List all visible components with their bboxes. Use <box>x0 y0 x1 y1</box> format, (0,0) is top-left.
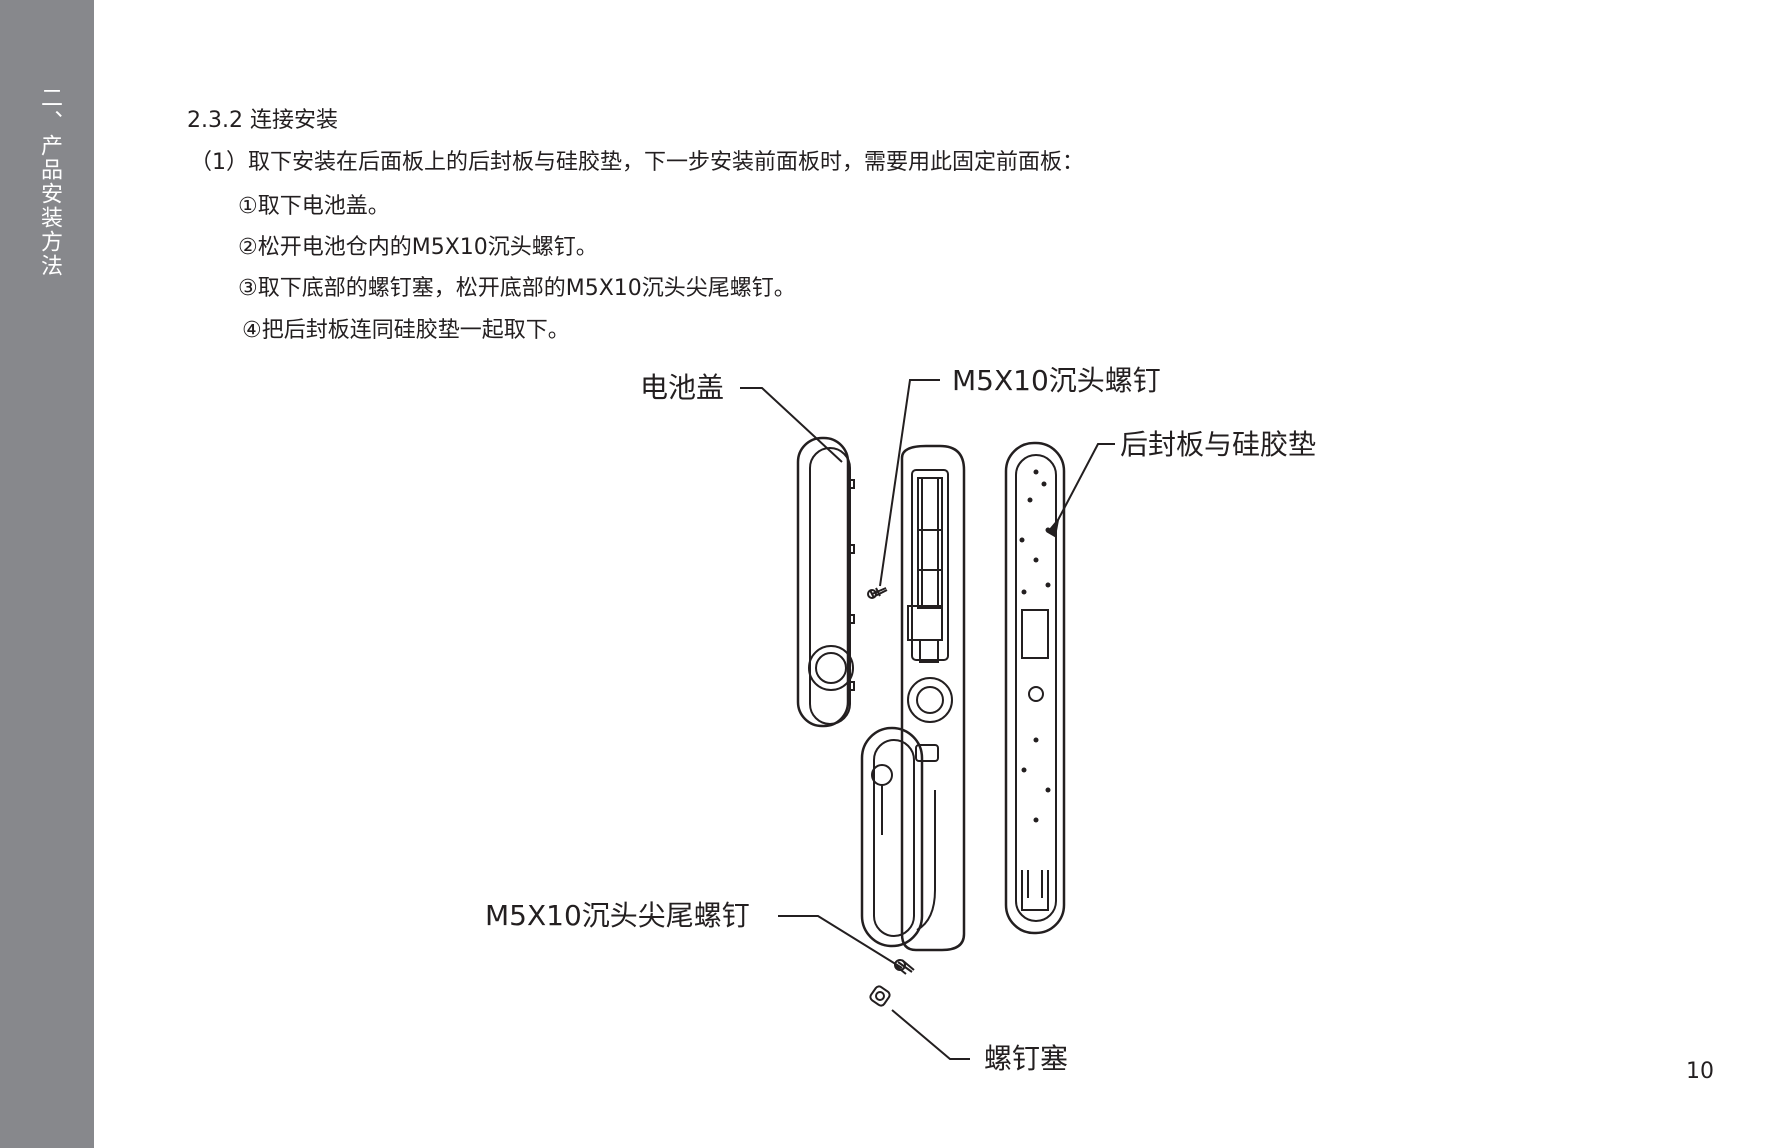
countersunk-screw-part <box>867 587 888 599</box>
page-number: 10 <box>1686 1059 1714 1084</box>
callout-tapping-screw: M5X10沉头尖尾螺钉 <box>485 899 750 932</box>
screw-plug-part <box>869 985 891 1007</box>
section-heading: 2.3.2 连接安装 <box>187 108 338 133</box>
leader-tapping-screw <box>778 915 903 969</box>
substep-4: ④把后封板连同硅胶垫一起取下。 <box>242 318 570 343</box>
callout-battery-cover: 电池盖 <box>640 371 725 404</box>
sidebar-chapter-label: 二、产品安装方法 <box>37 86 62 278</box>
callout-rear-plate: 后封板与硅胶垫 <box>1120 428 1317 461</box>
tapping-screw-part <box>894 959 915 975</box>
leader-countersunk-screw <box>879 379 940 587</box>
sidebar: 二、产品安装方法 <box>0 0 94 1148</box>
leader-screw-plug <box>891 1009 970 1060</box>
substep-3: ③取下底部的螺钉塞，松开底部的M5X10沉头尖尾螺钉。 <box>238 276 796 301</box>
lock-body-part <box>900 444 966 952</box>
leader-battery-cover <box>740 387 843 463</box>
substep-1: ①取下电池盖。 <box>238 194 390 219</box>
callout-screw-plug: 螺钉塞 <box>984 1042 1069 1075</box>
leader-rear-plate <box>1057 443 1115 521</box>
substep-2: ②松开电池仓内的M5X10沉头螺钉。 <box>238 235 598 260</box>
step-1-text: （1）取下安装在后面板上的后封板与硅胶垫，下一步安装前面板时，需要用此固定前面板… <box>190 150 1085 175</box>
leader-lines <box>740 379 1115 1060</box>
handle-part <box>860 726 924 948</box>
callout-countersunk-screw: M5X10沉头螺钉 <box>952 364 1161 397</box>
battery-cover-part <box>796 436 855 728</box>
rear-plate-part <box>1004 441 1066 935</box>
